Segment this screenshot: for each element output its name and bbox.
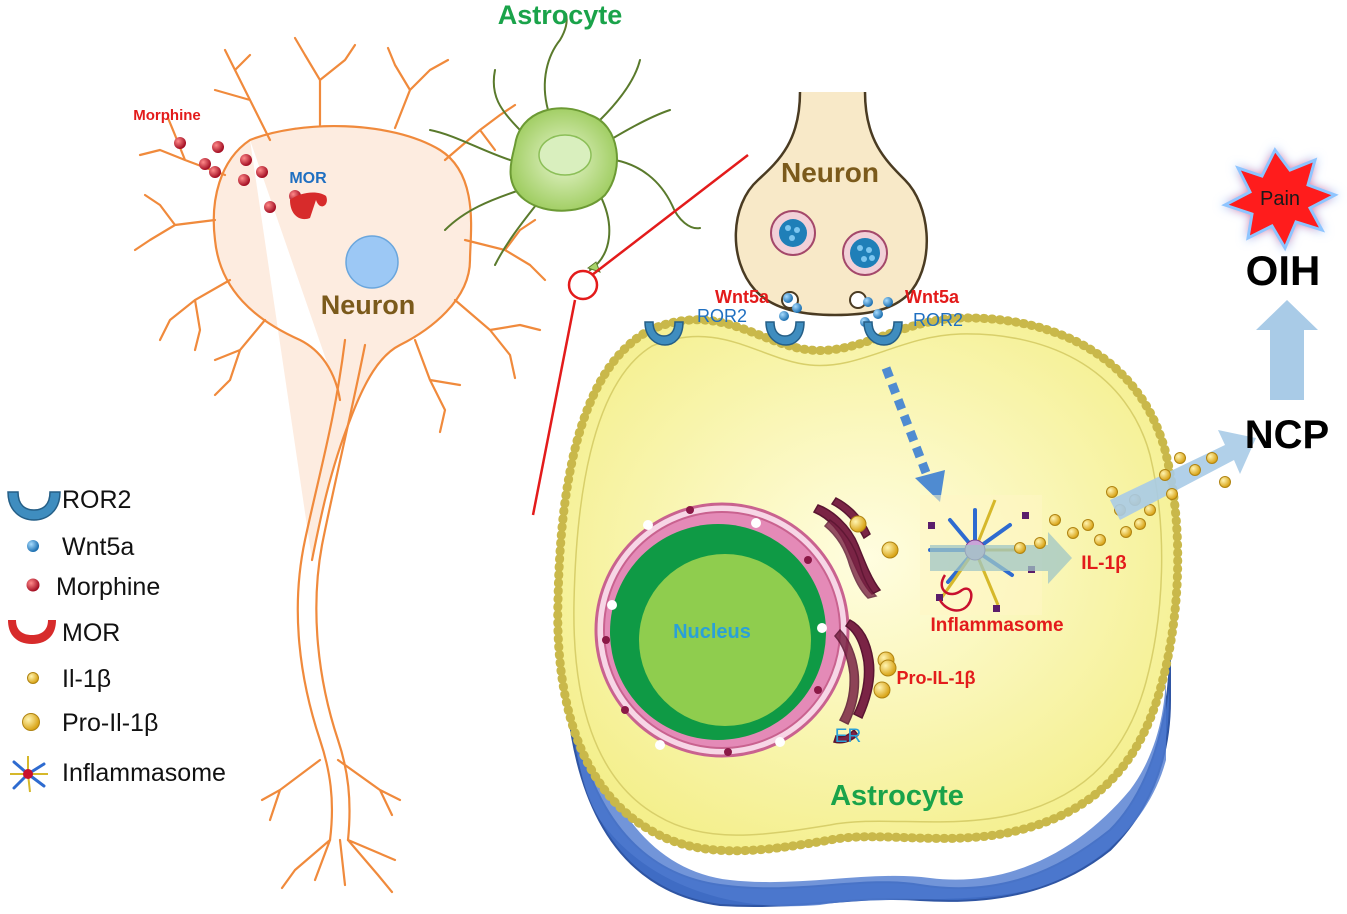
mor-label: MOR <box>289 170 327 187</box>
signal-dashed-arrow <box>881 366 933 480</box>
ror2-left-label: ROR2 <box>697 306 747 326</box>
legend: ROR2 Wnt5a Morphine MOR Il-1β Pro-Il-1β … <box>7 486 226 793</box>
top-astrocyte-title: Astrocyte <box>498 0 623 30</box>
astrocyte-membrane-dots <box>553 313 1183 856</box>
legend-inflammasome-label: Inflammasome <box>62 759 226 787</box>
pain-label: Pain <box>1260 188 1300 210</box>
pro-il1b-icon <box>22 713 40 731</box>
ncp-label: NCP <box>1245 413 1329 457</box>
ror2-icon <box>7 491 61 521</box>
morphine-label: Morphine <box>133 107 201 124</box>
il1b-particles-outside <box>1159 452 1231 500</box>
zoom-circle <box>567 269 599 301</box>
zoom-neuron-bouton <box>734 91 928 317</box>
zoom-astrocyte-label: Astrocyte <box>830 780 964 812</box>
astrocyte-inner-membrane <box>573 333 1163 836</box>
endoplasmic-reticulum <box>812 497 882 744</box>
wnt5a-left-label: Wnt5a <box>715 287 770 307</box>
zoom-line-bottom <box>531 299 577 516</box>
oih-arrow <box>1256 300 1318 400</box>
small-astrocyte <box>429 13 701 273</box>
legend-pro-il1b-label: Pro-Il-1β <box>62 709 158 737</box>
zoom-neuron-label: Neuron <box>781 157 879 188</box>
morphine-icon <box>26 578 40 592</box>
wnt5a-icon <box>27 540 39 552</box>
ncp-arrow <box>1110 430 1256 520</box>
legend-morphine-label: Morphine <box>56 573 160 601</box>
left-mor-receptor <box>290 192 327 220</box>
zoom-line-top <box>591 154 749 276</box>
left-neuron-nucleus <box>345 235 399 289</box>
pro-il1b-particles <box>849 515 899 699</box>
morphine-molecules <box>174 137 301 213</box>
er-label: ER <box>835 726 861 747</box>
inflammasome-icon <box>10 756 48 793</box>
nucleus-group <box>594 502 850 758</box>
inflammasome-label: Inflammasome <box>930 615 1063 636</box>
nucleus-label: Nucleus <box>673 621 751 643</box>
wnt5a-right-label: Wnt5a <box>905 287 960 307</box>
legend-wnt5a-label: Wnt5a <box>62 533 134 561</box>
ror2-receptors <box>644 321 903 346</box>
pain-burst <box>1221 147 1339 252</box>
signal-arrowhead <box>915 470 945 502</box>
pro-il1b-label: Pro-IL-1β <box>897 668 976 688</box>
left-neuron-label: Neuron <box>321 290 416 320</box>
il1b-label: IL-1β <box>1081 553 1126 574</box>
legend-il1b-label: Il-1β <box>62 665 111 693</box>
il1b-icon <box>27 672 39 684</box>
oih-label: OIH <box>1246 247 1321 294</box>
legend-ror2-label: ROR2 <box>62 486 131 514</box>
ror2-right-label: ROR2 <box>913 310 963 330</box>
legend-mor-label: MOR <box>62 619 120 647</box>
mor-icon <box>8 620 56 644</box>
left-neuron <box>133 36 547 894</box>
